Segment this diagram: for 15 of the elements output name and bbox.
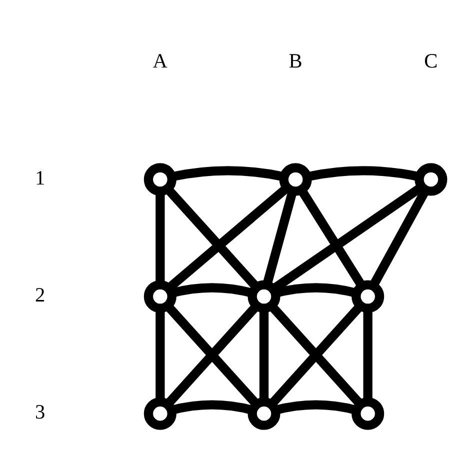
node-circle (248, 280, 280, 312)
label: 2 (34, 284, 46, 306)
label: 3 (34, 401, 46, 424)
label: C (424, 50, 438, 72)
node-circle (279, 162, 312, 196)
label: B (288, 50, 302, 72)
node-circle (248, 396, 280, 430)
node-circle (144, 162, 176, 196)
node-circle (352, 396, 384, 430)
node-circle (144, 396, 176, 430)
node-circle (144, 280, 176, 312)
label: A (152, 50, 168, 72)
node-circle (414, 162, 448, 196)
node-circle (352, 280, 384, 312)
label: 1 (34, 167, 46, 190)
